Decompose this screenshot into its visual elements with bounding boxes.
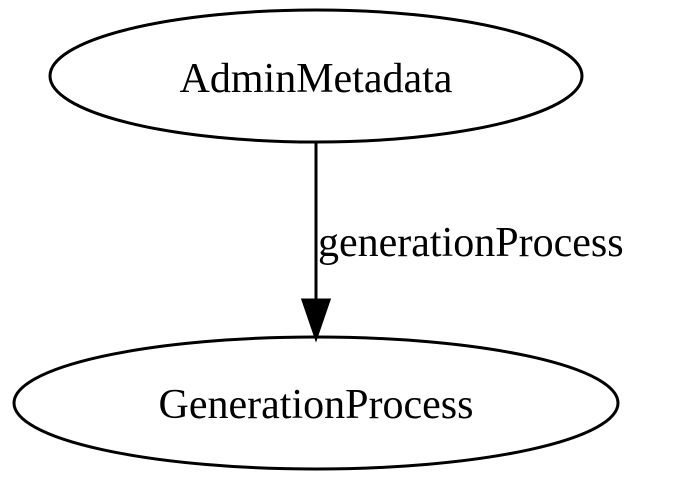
edge-label: generationProcess (318, 220, 624, 266)
node-generation-process-label: GenerationProcess (159, 382, 474, 428)
node-admin-metadata-ellipse (48, 8, 584, 144)
arrowhead-icon (300, 298, 332, 343)
node-generation-process-ellipse (12, 335, 620, 471)
node-admin-metadata-label: AdminMetadata (180, 56, 453, 102)
node-generation-process: GenerationProcess (12, 335, 620, 471)
node-admin-metadata: AdminMetadata (48, 8, 584, 144)
edge-generation-process: generationProcess (300, 143, 624, 343)
